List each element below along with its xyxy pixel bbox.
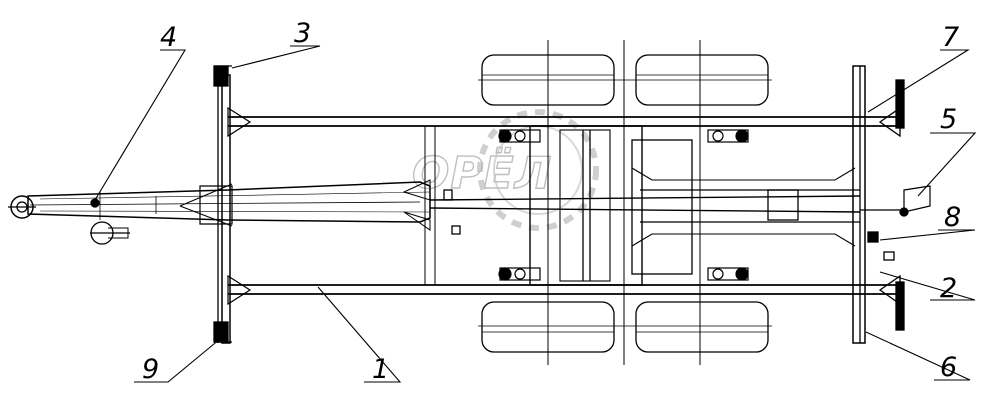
support-wheel bbox=[90, 221, 130, 245]
wheel-bottom-right bbox=[635, 301, 769, 353]
axle-centerlines bbox=[478, 40, 772, 365]
callout-8: 8 bbox=[944, 202, 961, 233]
leader-lines bbox=[94, 45, 977, 383]
rear-hitch bbox=[860, 185, 931, 261]
suspension-frame bbox=[424, 125, 856, 286]
front-bracket-top bbox=[213, 65, 232, 87]
callout-6: 6 bbox=[940, 352, 957, 383]
callout-1: 1 bbox=[372, 354, 389, 385]
callout-7: 7 bbox=[942, 22, 959, 53]
callout-4: 4 bbox=[160, 22, 177, 53]
drawbar-pin bbox=[90, 198, 100, 208]
towing-eye bbox=[8, 195, 36, 219]
hub-bolts-top bbox=[498, 129, 749, 143]
callout-9: 9 bbox=[142, 354, 159, 385]
watermark-logo: ОРЁЛ bbox=[411, 109, 599, 231]
watermark-text: ОРЁЛ bbox=[412, 146, 552, 199]
rear-cross-beam bbox=[852, 65, 905, 344]
hub-bolts-bottom bbox=[498, 267, 749, 281]
front-bracket-bottom bbox=[213, 321, 232, 343]
callout-3: 3 bbox=[294, 18, 311, 49]
callout-5: 5 bbox=[940, 104, 957, 135]
center-spine bbox=[429, 189, 861, 223]
callout-labels: 1 2 3 4 5 6 7 8 9 bbox=[142, 18, 961, 385]
front-cross-beam bbox=[217, 74, 252, 344]
callout-2: 2 bbox=[940, 273, 957, 304]
